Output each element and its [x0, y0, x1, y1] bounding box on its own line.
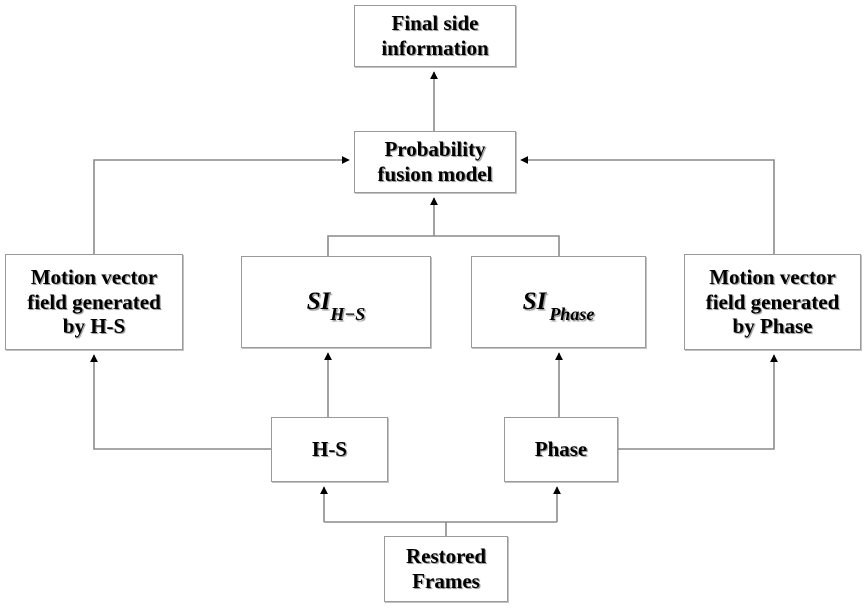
edge-restored-split-bar — [324, 521, 557, 536]
si-phase-subscript: Phase — [549, 304, 595, 325]
node-si-h-s[interactable]: SIH−S — [241, 256, 431, 348]
node-probability-fusion-model[interactable]: Probability fusion model — [354, 131, 516, 193]
node-label-final-side-information: Final side information — [381, 11, 489, 60]
edge-hs-to-mv-hs — [90, 354, 271, 450]
node-phase[interactable]: Phase — [504, 417, 618, 482]
node-label-motion-vector-field-phase: Motion vector field generated by Phase — [705, 264, 840, 339]
node-restored-frames[interactable]: Restored Frames — [384, 536, 508, 602]
node-label-restored-frames: Restored Frames — [405, 544, 487, 593]
node-motion-vector-field-hs[interactable]: Motion vector field generated by H-S — [5, 254, 183, 350]
node-label-h-s: H-S — [311, 437, 347, 462]
edge-mv-phase-to-fusion — [520, 156, 775, 254]
node-label-motion-vector-field-hs: Motion vector field generated by H-S — [27, 264, 161, 339]
node-motion-vector-field-phase[interactable]: Motion vector field generated by Phase — [684, 254, 861, 350]
si-h-s-base: SI — [306, 288, 331, 316]
node-label-si-h-s: SIH−S — [303, 287, 370, 323]
node-final-side-information[interactable]: Final side information — [354, 5, 516, 67]
node-label-phase: Phase — [534, 437, 588, 462]
edge-mv-hs-to-fusion — [93, 156, 350, 254]
node-label-probability-fusion-model: Probability fusion model — [377, 137, 493, 186]
edge-phase-to-mv-phase — [618, 354, 778, 450]
node-h-s[interactable]: H-S — [271, 417, 388, 482]
edge-si-merge-bar — [327, 235, 560, 256]
si-h-s-subscript: H−S — [330, 304, 366, 325]
si-phase-base: SI — [522, 288, 547, 316]
